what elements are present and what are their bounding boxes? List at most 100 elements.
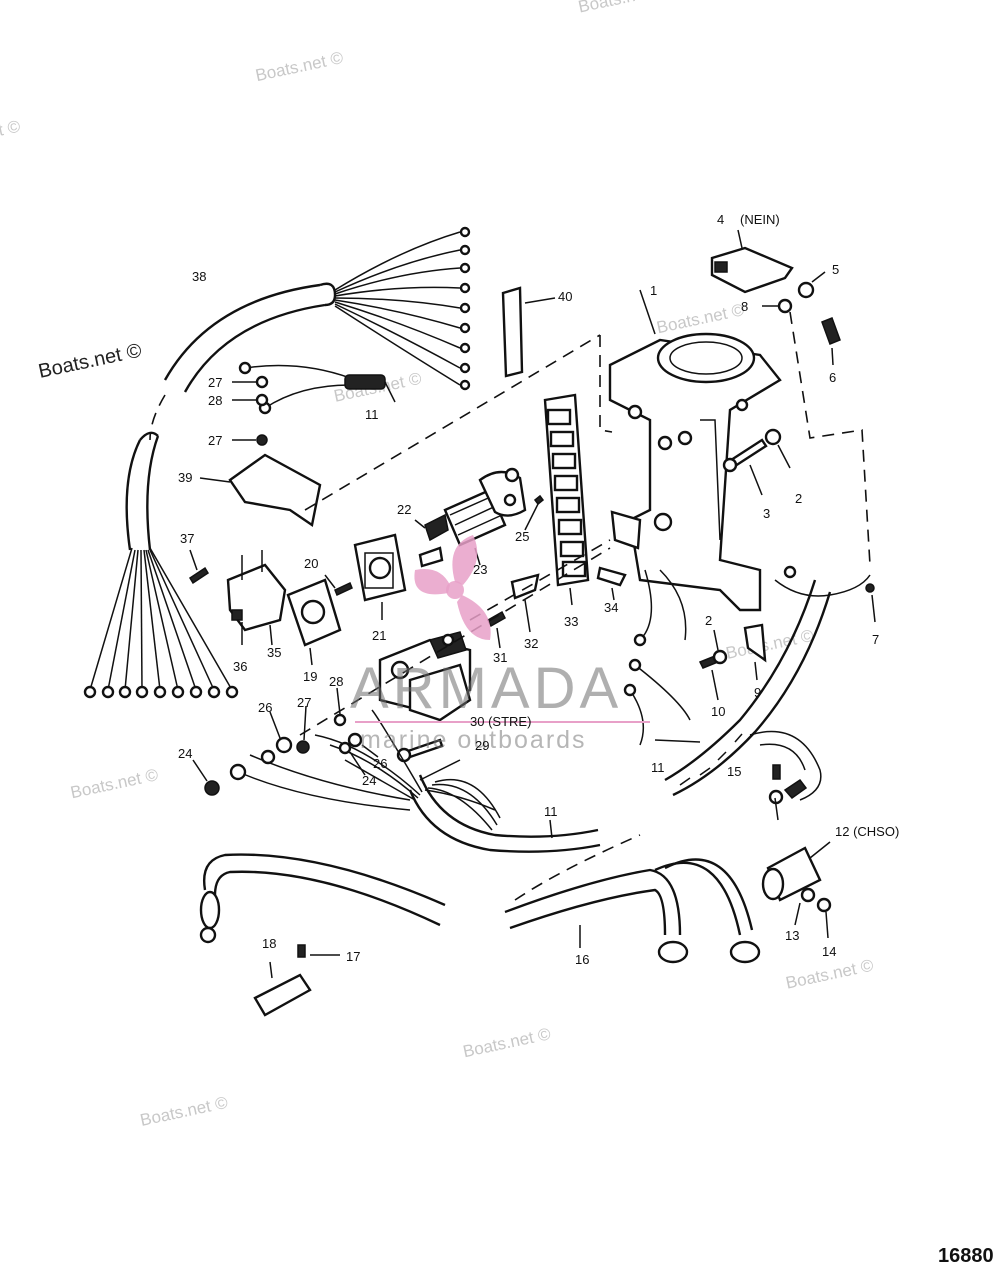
callout-7: 7	[872, 632, 879, 647]
screw-20	[324, 574, 353, 597]
propeller-blade	[457, 595, 491, 640]
callout-8: 8	[741, 299, 748, 314]
callout-35: 35	[267, 645, 281, 660]
watermark: Boats.net ©	[138, 1093, 230, 1130]
clip-34	[596, 566, 627, 601]
watermark: Boats.net ©	[69, 765, 161, 802]
callout-34: 34	[604, 600, 618, 615]
left-harness-cable	[83, 431, 239, 699]
callout-31: 31	[493, 650, 507, 665]
relay-4	[710, 229, 794, 294]
guide-line	[789, 311, 871, 566]
callout-6: 6	[829, 370, 836, 385]
callout-13: 13	[785, 928, 799, 943]
callout-9: 9	[754, 685, 761, 700]
callout-22: 22	[397, 502, 411, 517]
watermark: Boats.net ©	[784, 956, 876, 993]
callout-26: 26	[258, 700, 272, 715]
ground-wire-7	[774, 565, 876, 623]
watermark: Boats.net ©	[724, 626, 816, 663]
watermark: Boats.net ©	[461, 1024, 553, 1061]
callout-27: 27	[208, 433, 222, 448]
callout-12: 12 (CHSO)	[835, 824, 899, 839]
armada-logo: ARMADA marine outboards	[350, 535, 650, 754]
guide-lines	[299, 539, 611, 736]
battery-cable-16	[504, 834, 761, 964]
main-harness-cable-38	[149, 226, 471, 441]
watermark: Boats.net ©	[655, 300, 747, 337]
bracket-9	[743, 623, 767, 681]
callout-38: 38	[192, 269, 206, 284]
screw-29	[396, 738, 444, 763]
wire-harness-11-right	[664, 579, 832, 801]
decal-40	[501, 286, 556, 378]
electrical-bracket-1	[599, 289, 782, 612]
washers-27-28	[232, 375, 269, 446]
figure-number: 16880	[938, 1245, 994, 1267]
bracket-wires	[623, 569, 701, 746]
callout-labels: 1 2 2 3 4 (NEIN) 5 6 7 8 9 10 11 11 11 1…	[178, 212, 899, 967]
callout-11: 11	[365, 407, 379, 422]
callout-4: 4	[717, 212, 724, 227]
screw-3	[722, 438, 768, 496]
circuit-breaker-35	[226, 550, 287, 646]
callout-29: 29	[475, 738, 489, 753]
callout-21: 21	[372, 628, 386, 643]
callout-20: 20	[304, 556, 318, 571]
washer-13	[794, 887, 816, 926]
propeller-blade	[414, 569, 450, 595]
callout-11: 11	[544, 804, 558, 819]
boot-18	[253, 961, 312, 1017]
plate-19	[286, 578, 342, 666]
starter-solenoid-30	[378, 631, 472, 722]
callout-24: 24	[362, 773, 376, 788]
callout-11: 11	[651, 760, 665, 775]
callout-26: 26	[373, 756, 387, 771]
washer-2a	[764, 428, 791, 469]
watermark: Boats.net ©	[254, 48, 346, 85]
callout-33: 33	[564, 614, 578, 629]
callout-25: 25	[515, 529, 529, 544]
callout-1: 1	[650, 283, 657, 298]
callout-28: 28	[208, 393, 222, 408]
propeller-hub	[446, 581, 464, 599]
screw-6	[821, 317, 841, 366]
callout-19: 19	[303, 669, 317, 684]
capacitor-12	[761, 841, 831, 902]
callout-2: 2	[795, 491, 802, 506]
callout-27: 27	[297, 695, 311, 710]
callout-39: 39	[178, 470, 192, 485]
bracket-39	[199, 334, 601, 528]
washer-8	[762, 298, 793, 314]
jumper-32	[510, 573, 540, 633]
callout-23: 23	[473, 562, 487, 577]
propeller-icon	[414, 535, 491, 640]
logo-name: ARMADA	[350, 656, 622, 721]
callout-3: 3	[763, 506, 770, 521]
callout-14: 14	[822, 944, 836, 959]
callout-2: 2	[705, 613, 712, 628]
nut-14	[816, 897, 832, 939]
nuts-lower	[192, 687, 379, 796]
watermark: Boats.net ©	[36, 340, 143, 383]
screw-15	[768, 764, 784, 821]
washer-5	[797, 271, 826, 299]
callout-18: 18	[262, 936, 276, 951]
callout-4-code: (NEIN)	[740, 212, 780, 227]
callout-27: 27	[208, 375, 222, 390]
callout-24: 24	[178, 746, 192, 761]
callout-15: 15	[727, 764, 741, 779]
callout-40: 40	[558, 289, 572, 304]
screw-37	[188, 549, 210, 585]
watermark: Boats.net ©	[0, 117, 22, 154]
callout-28: 28	[329, 674, 343, 689]
screw-10	[698, 629, 728, 701]
terminal-block-33	[543, 393, 590, 606]
callout-10: 10	[711, 704, 725, 719]
ignition-switch-23	[414, 467, 545, 568]
screw-31	[487, 610, 506, 649]
logo-tagline: marine outboards	[360, 726, 587, 754]
wire-harness-11-center	[229, 709, 601, 853]
propeller-blade	[452, 535, 478, 585]
